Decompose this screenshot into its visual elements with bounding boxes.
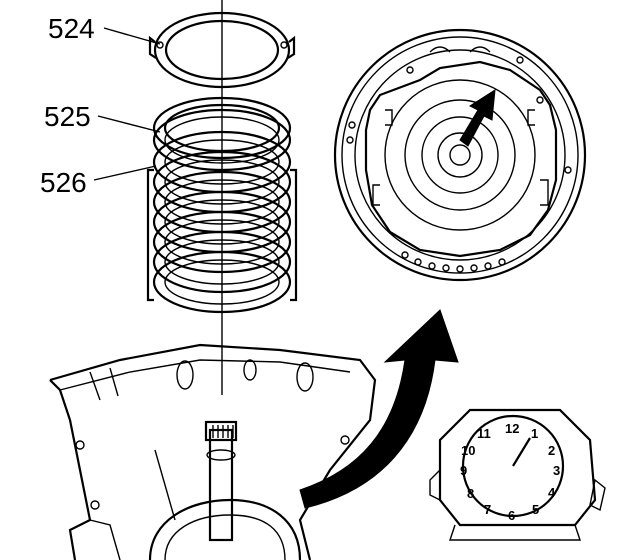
curved-arrow-icon <box>299 309 459 509</box>
leader-line-525 <box>97 115 161 133</box>
callout-525: 525 <box>44 101 91 132</box>
clock-label-7: 7 <box>484 502 491 517</box>
transmission-case <box>49 343 377 560</box>
clock-label-8: 8 <box>467 486 474 501</box>
detail-view-circle <box>333 28 587 282</box>
detail-arrow-icon <box>459 89 496 147</box>
clock-orientation-view <box>429 408 606 541</box>
clock-label-3: 3 <box>553 463 560 478</box>
clock-hand <box>512 437 531 467</box>
clock-label-9: 9 <box>460 463 467 478</box>
clock-label-10: 10 <box>461 443 475 458</box>
clutch-plate-stack-526 <box>146 130 298 314</box>
retainer-ring-524 <box>148 11 296 89</box>
leader-line-526 <box>93 165 157 181</box>
clock-label-5: 5 <box>532 502 539 517</box>
clock-face <box>461 414 565 518</box>
clock-label-6: 6 <box>508 508 515 523</box>
callout-524: 524 <box>48 13 95 44</box>
clock-label-12: 12 <box>505 421 519 436</box>
leader-line-524 <box>103 27 161 45</box>
clock-label-11: 11 <box>477 426 491 441</box>
clock-label-4: 4 <box>548 485 556 500</box>
input-shaft <box>204 420 238 542</box>
clock-label-2: 2 <box>548 443 555 458</box>
clutch-plate-525 <box>152 96 292 172</box>
clock-label-1: 1 <box>531 426 538 441</box>
callout-526: 526 <box>40 167 87 198</box>
